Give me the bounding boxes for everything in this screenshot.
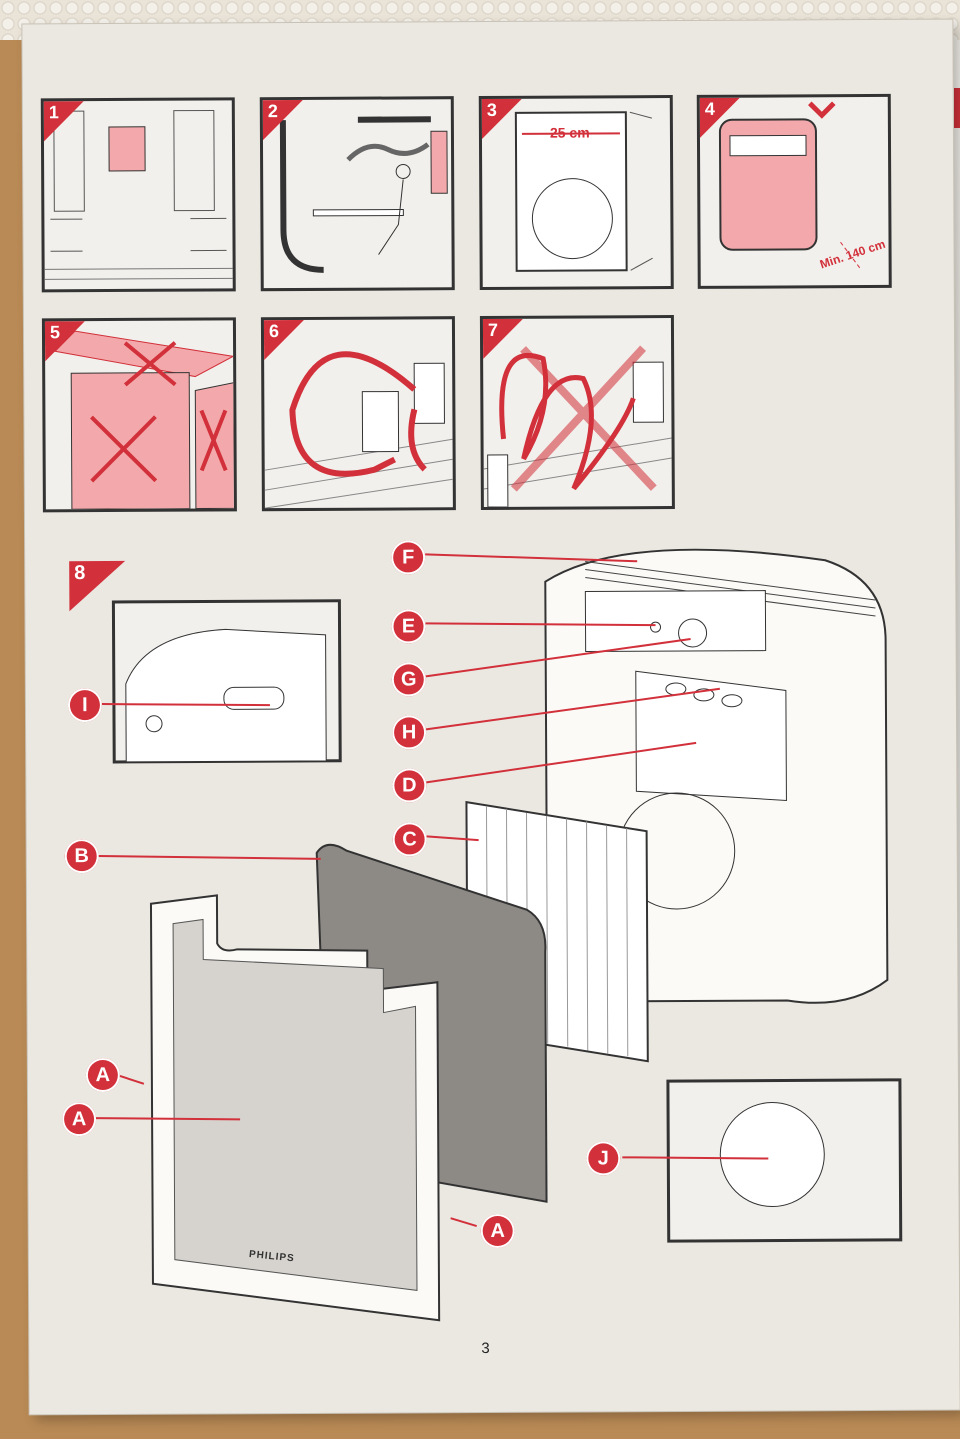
panel-7: 7 (479, 315, 675, 511)
callout-i: I (67, 688, 103, 723)
exploded-view-illustration (94, 548, 903, 1322)
fan-wick (719, 1102, 825, 1208)
callout-e: E (391, 609, 426, 644)
callout-c: C (392, 822, 427, 857)
panel-1-illustration (44, 109, 233, 280)
callout-f: F (391, 540, 426, 575)
panel-6-illustration (264, 351, 453, 509)
callout-h: H (391, 715, 427, 750)
next-page-tab (954, 88, 960, 128)
callout-g: G (391, 662, 426, 697)
panel-4: 4 Min. 140 cm (696, 93, 892, 289)
manual-page: 1 2 3 25 cm (22, 19, 960, 1415)
callout-d: D (392, 768, 427, 803)
panel-1: 1 (40, 97, 236, 293)
callout-a-side: A (480, 1213, 515, 1249)
panel-3-illustration (514, 111, 653, 272)
panel-5: 5 (41, 317, 237, 513)
control-panel (584, 590, 767, 653)
callout-j: J (586, 1141, 621, 1176)
callout-a-mesh: A (62, 1102, 97, 1137)
leader-lines (94, 553, 769, 1228)
panel-6: 6 (260, 316, 456, 512)
callout-b: B (64, 839, 99, 874)
callout-a-edge: A (85, 1057, 120, 1093)
panel-7-illustration (483, 345, 672, 508)
control-knob (678, 618, 708, 648)
page-number: 3 (481, 1340, 490, 1358)
panel-5-illustration (54, 330, 234, 510)
panel-3: 3 25 cm (478, 95, 674, 291)
pre-filter-mesh (172, 918, 418, 1291)
panel-4-illustration (718, 101, 862, 270)
panel-2: 2 (259, 96, 455, 292)
panel-2-illustration (279, 116, 448, 273)
